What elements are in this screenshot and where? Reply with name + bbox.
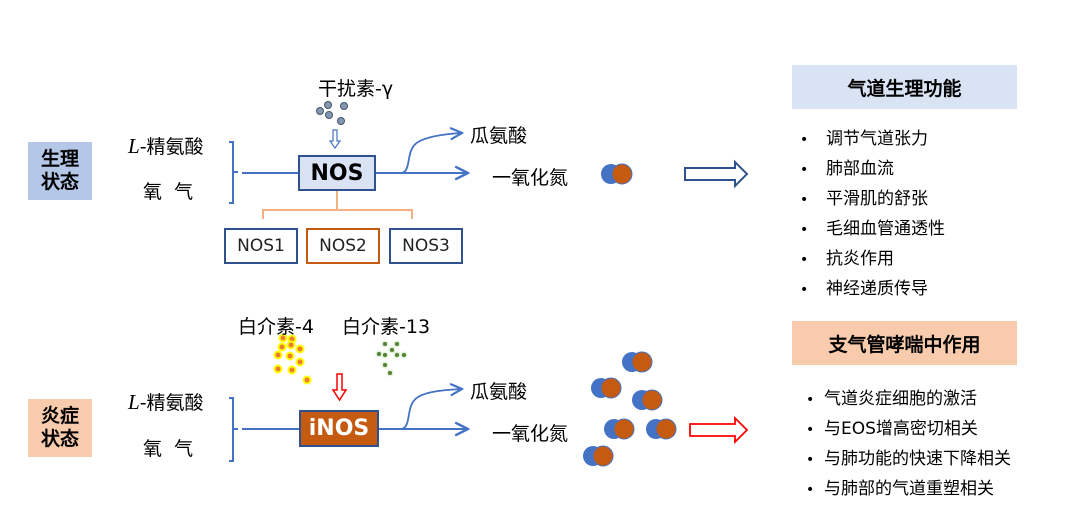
- no-molecule: [591, 377, 622, 399]
- asthma-roles-title: 支气管哮喘中作用: [792, 321, 1017, 365]
- list-item: •抗炎作用: [800, 244, 945, 274]
- bullet-icon: •: [806, 452, 815, 468]
- list-item: •神经递质传导: [800, 274, 945, 304]
- list-item: •与肺部的气道重塑相关: [806, 474, 1011, 504]
- ifn-gamma-dots: [316, 101, 348, 125]
- bullet-icon: •: [806, 422, 815, 438]
- product-nitric-oxide-infl: 一氧化氮: [492, 423, 569, 445]
- isoform-nos1: NOS1: [224, 228, 298, 264]
- state-label-line1: 生理: [40, 148, 79, 170]
- state-label-line1: 炎症: [40, 405, 79, 427]
- isoform-branch: [262, 191, 413, 219]
- substrate-oxygen-phys: 氧 气: [143, 181, 194, 203]
- stimulus-arrow-infl: [331, 373, 348, 402]
- substrate-name: -精氨酸: [139, 136, 204, 158]
- isoform-nos3: NOS3: [389, 228, 463, 264]
- list-item: •毛细血管通透性: [800, 214, 945, 244]
- effect-arrow-phys: [684, 159, 749, 189]
- bullet-icon: •: [806, 482, 815, 498]
- il13-dots: [375, 340, 408, 377]
- bullet-icon: •: [800, 222, 809, 238]
- bullet-icon: •: [806, 392, 815, 408]
- byproduct-citrulline-phys: 瓜氨酸: [470, 125, 528, 147]
- stimulus-ifn-gamma: 干扰素-γ: [318, 78, 394, 100]
- byproduct-arrow-infl: [401, 389, 462, 430]
- stimulus-il4: 白介素-4: [238, 316, 314, 338]
- substrate-prefix: L: [128, 390, 140, 414]
- byproduct-citrulline-infl: 瓜氨酸: [470, 381, 528, 403]
- enzyme-nos: NOS: [298, 155, 376, 191]
- no-molecule: [601, 163, 633, 185]
- effect-arrow-infl: [689, 415, 749, 445]
- input-bracket-infl: [229, 397, 234, 462]
- substrate-arginine-phys: L-精氨酸: [128, 132, 204, 159]
- state-label-physiological: 生理状态: [28, 142, 92, 200]
- no-molecule: [604, 418, 635, 440]
- substrate-prefix: L: [128, 134, 140, 158]
- substrate-name: -精氨酸: [139, 392, 204, 414]
- state-label-line2: 状态: [40, 171, 79, 193]
- bullet-icon: •: [800, 282, 809, 298]
- state-label-inflammatory: 炎症状态: [28, 399, 92, 457]
- asthma-roles-list: •气道炎症细胞的激活 •与EOS增高密切相关 •与肺功能的快速下降相关 •与肺部…: [806, 384, 1011, 504]
- stimulus-arrow-phys: [328, 129, 342, 150]
- product-nitric-oxide-phys: 一氧化氮: [492, 167, 569, 189]
- list-item: •与EOS增高密切相关: [806, 414, 1011, 444]
- list-item: •平滑肌的舒张: [800, 184, 945, 214]
- input-bracket-phys: [229, 141, 234, 204]
- no-molecule: [632, 389, 663, 411]
- physiological-functions-title: 气道生理功能: [792, 65, 1017, 109]
- byproduct-arrow-phys: [401, 133, 462, 174]
- no-molecule: [583, 445, 614, 467]
- state-label-line2: 状态: [40, 428, 79, 450]
- list-item: •气道炎症细胞的激活: [806, 384, 1011, 414]
- il4-dots: [273, 333, 312, 385]
- bullet-icon: •: [800, 162, 809, 178]
- bullet-icon: •: [800, 192, 809, 208]
- isoform-nos2: NOS2: [306, 228, 380, 264]
- no-molecule: [646, 418, 677, 440]
- substrate-oxygen-infl: 氧 气: [143, 438, 194, 460]
- enzyme-inos: iNOS: [299, 410, 379, 447]
- bullet-icon: •: [800, 132, 809, 148]
- list-item: •与肺功能的快速下降相关: [806, 444, 1011, 474]
- no-molecule: [622, 351, 653, 373]
- stimulus-il13: 白介素-13: [342, 316, 431, 338]
- list-item: •调节气道张力: [800, 124, 945, 154]
- list-item: •肺部血流: [800, 154, 945, 184]
- no-molecules-cluster: [583, 351, 677, 467]
- bullet-icon: •: [800, 252, 809, 268]
- physiological-functions-list: •调节气道张力 •肺部血流 •平滑肌的舒张 •毛细血管通透性 •抗炎作用 •神经…: [800, 124, 945, 304]
- substrate-arginine-infl: L-精氨酸: [128, 388, 204, 415]
